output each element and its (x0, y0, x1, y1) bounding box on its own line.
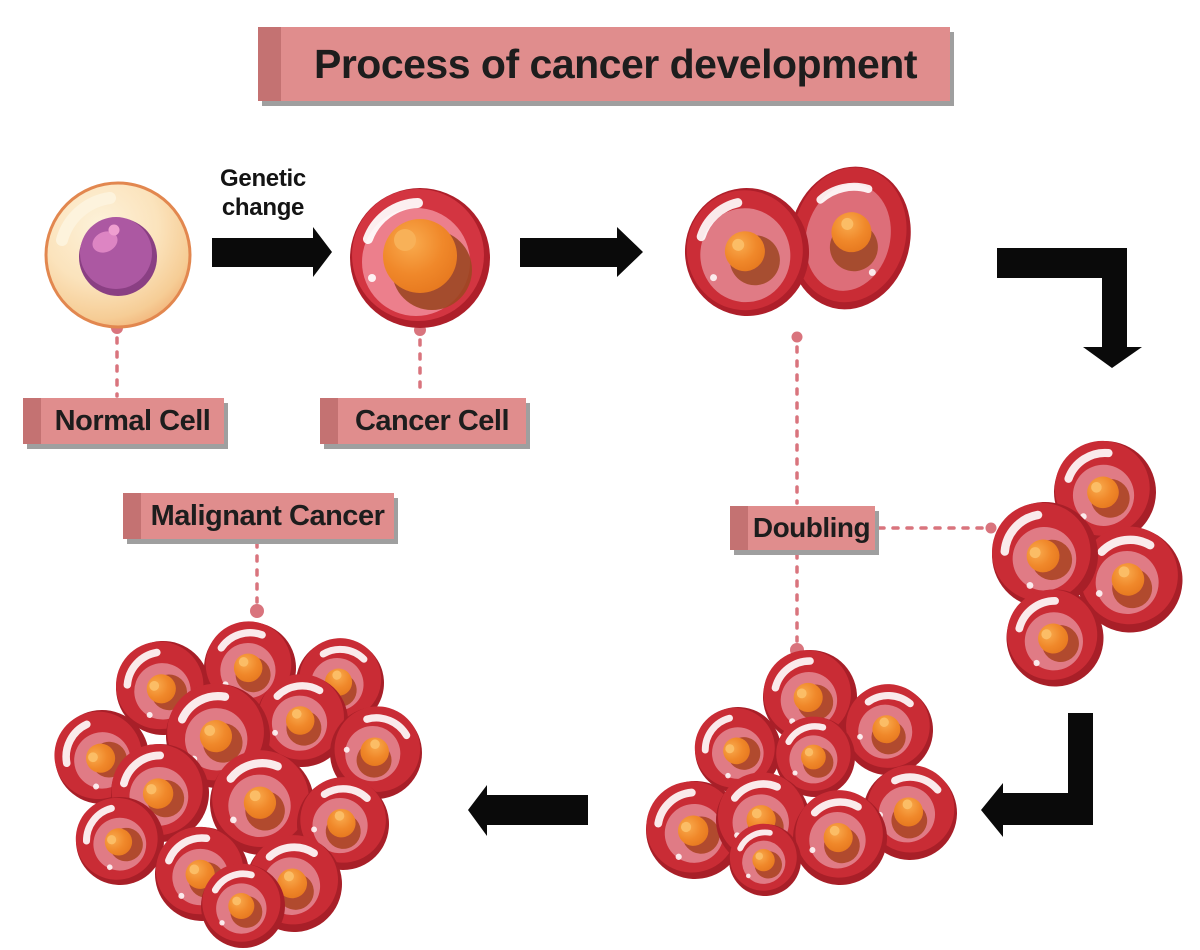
dividing-cells-illustration (684, 166, 911, 316)
arrow-to-malignant-icon (468, 785, 588, 836)
elbow-arrow-down-icon (997, 248, 1142, 368)
diagram-title: Process of cancer development (313, 40, 918, 87)
cancer-cell-label: Cancer Cell (354, 404, 510, 437)
connector-doubling (790, 331, 997, 657)
diagram-title-banner: Process of cancer development (258, 27, 950, 101)
doubling-label-banner: Doubling (730, 506, 875, 550)
growing-tumor-illustration (632, 639, 976, 899)
cancer-cell-label-banner: Cancer Cell (320, 398, 526, 444)
doubling-label: Doubling (752, 512, 871, 543)
doubling-cluster-illustration (974, 432, 1194, 697)
malignant-cancer-label: Malignant Cancer (150, 499, 385, 532)
genetic-change-annotation: Genetic change (220, 165, 306, 221)
arrow-genetic-change-icon (212, 227, 332, 277)
normal-cell-illustration (44, 181, 192, 329)
cancer-cell-illustration (350, 188, 490, 328)
connector-cancer-cell (414, 324, 426, 398)
normal-cell-label: Normal Cell (54, 404, 211, 437)
malignant-tumor-illustration (35, 618, 441, 948)
normal-cell-label-banner: Normal Cell (23, 398, 224, 444)
connector-malignant-cancer (250, 540, 264, 618)
elbow-arrow-left-icon (981, 713, 1093, 837)
arrow-to-dividing-icon (520, 227, 643, 277)
malignant-cancer-label-banner: Malignant Cancer (123, 493, 394, 539)
connector-normal-cell (111, 322, 123, 398)
